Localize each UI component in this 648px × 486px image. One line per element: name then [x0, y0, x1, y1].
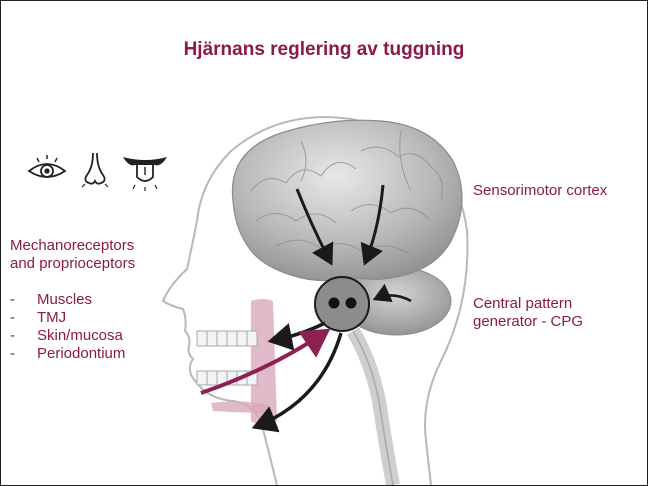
- mechanoreceptors-line1: Mechanoreceptors: [10, 237, 135, 255]
- list-item: - Periodontium: [10, 345, 125, 363]
- list-dash: -: [10, 327, 15, 345]
- list-item: - TMJ: [10, 309, 125, 327]
- cpg-dot-right: [346, 298, 357, 309]
- cpg-dot-left: [329, 298, 340, 309]
- cpg-line2: generator - CPG: [473, 313, 583, 331]
- eye-icon: [25, 153, 69, 187]
- list-dash: -: [10, 309, 15, 327]
- list-item-label: TMJ: [37, 309, 66, 326]
- teeth: [197, 331, 257, 385]
- list-item: - Skin/mucosa: [10, 327, 125, 345]
- list-item: - Muscles: [10, 291, 125, 309]
- list-item-label: Skin/mucosa: [37, 327, 123, 344]
- sensorimotor-cortex-label: Sensorimotor cortex: [473, 182, 607, 200]
- list-item-label: Periodontium: [37, 345, 125, 362]
- list-dash: -: [10, 291, 15, 309]
- list-dash: -: [10, 345, 15, 363]
- receptor-list: - Muscles - TMJ - Skin/mucosa - Periodontium: [10, 291, 125, 363]
- mechanoreceptors-label: Mechanoreceptors and proprioceptors: [10, 237, 135, 273]
- nose-icon: [79, 151, 111, 189]
- tongue-icon: [121, 151, 169, 193]
- list-item-label: Muscles: [37, 291, 92, 308]
- spinal-cord: [353, 331, 393, 485]
- cpg-label: Central pattern generator - CPG: [473, 295, 583, 331]
- mechanoreceptors-line2: and proprioceptors: [10, 255, 135, 273]
- brain: [232, 120, 462, 280]
- cpg-line1: Central pattern: [473, 295, 583, 313]
